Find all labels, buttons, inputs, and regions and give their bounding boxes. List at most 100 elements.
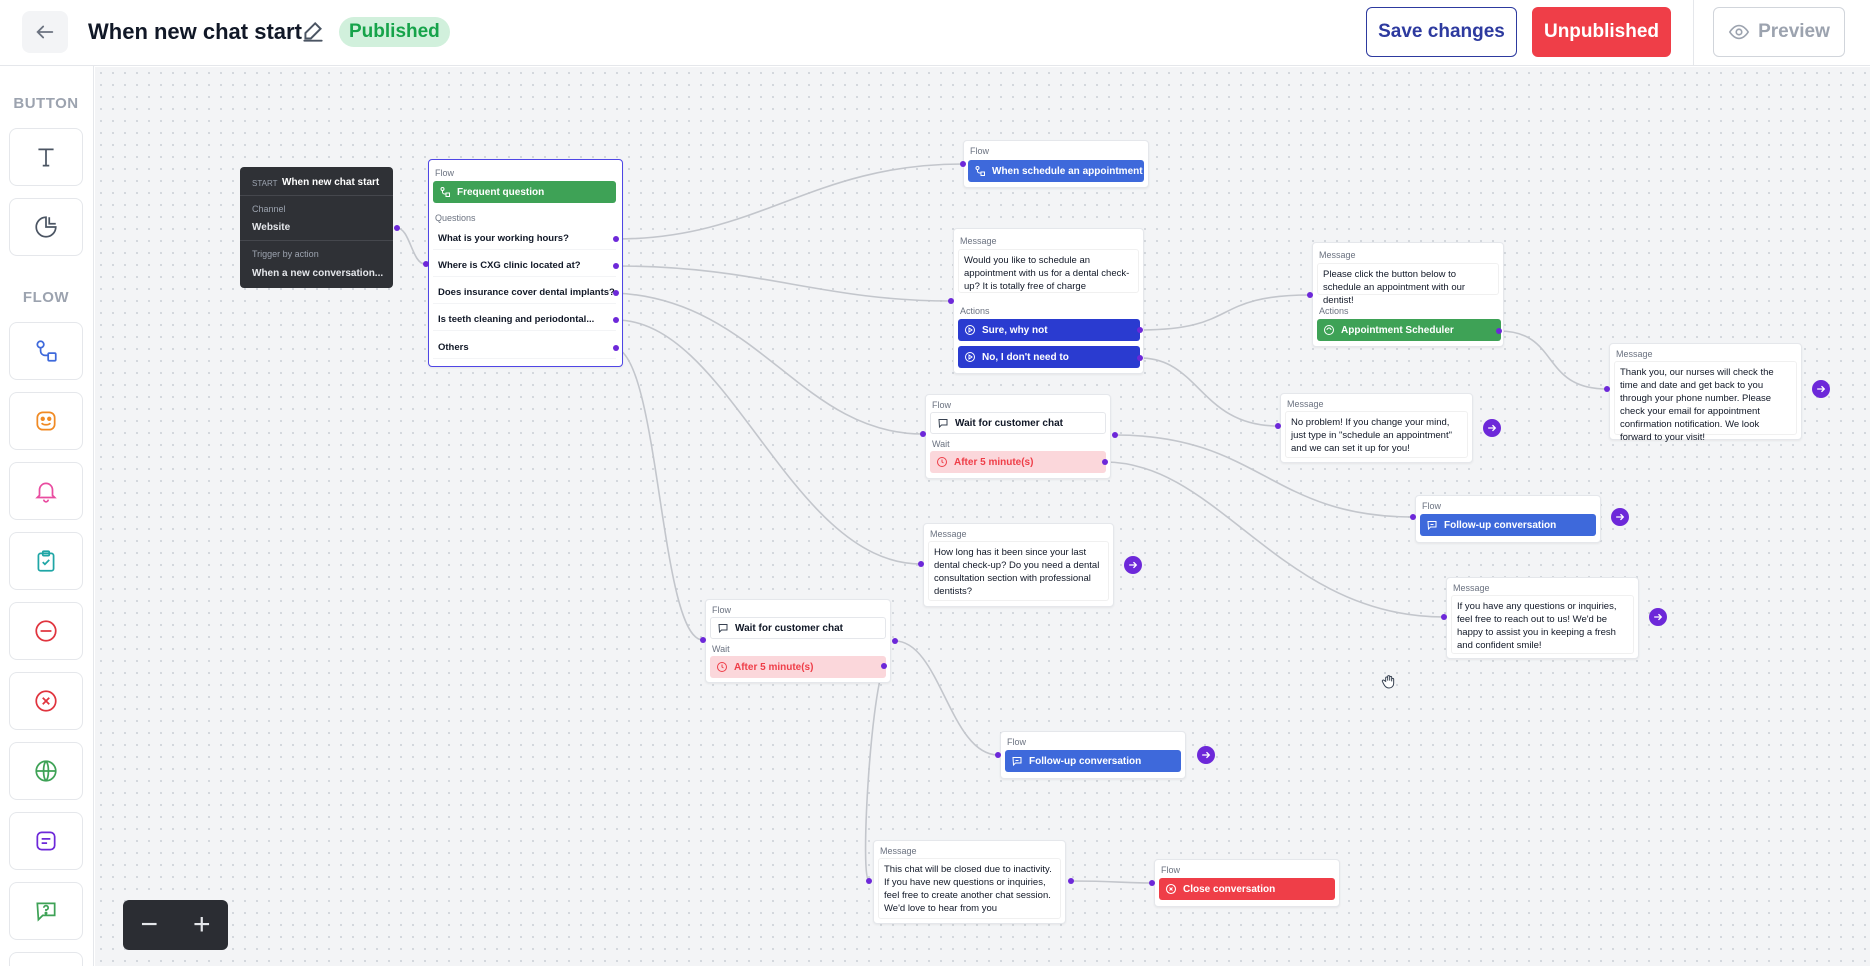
unpublish-button[interactable]: Unpublished bbox=[1532, 7, 1671, 57]
scheduler-icon bbox=[1324, 325, 1334, 335]
more-tool[interactable] bbox=[9, 952, 83, 966]
channel-value: Website bbox=[252, 222, 291, 233]
web-tool[interactable] bbox=[9, 742, 83, 800]
node-type-label: Flow bbox=[1007, 737, 1027, 747]
input-port[interactable] bbox=[948, 298, 954, 304]
faq-flow-node[interactable]: Flow Frequent question Questions What is… bbox=[428, 159, 623, 367]
node-type-label: Message bbox=[960, 236, 997, 246]
image-tool[interactable] bbox=[9, 198, 83, 256]
input-port[interactable] bbox=[995, 752, 1001, 758]
followup-icon bbox=[1012, 757, 1022, 767]
node-type-label: Message bbox=[930, 529, 967, 539]
clock-icon bbox=[937, 457, 947, 467]
follow-up-flow-node[interactable]: Flow Follow-up conversation bbox=[1415, 495, 1601, 543]
remove-tool[interactable] bbox=[9, 602, 83, 660]
schedule-message-node[interactable]: Message Would you like to schedule an ap… bbox=[953, 228, 1144, 374]
wait-label: Wait bbox=[712, 644, 730, 654]
node-type-label: Message bbox=[1287, 399, 1324, 409]
start-title: When new chat start bbox=[282, 177, 380, 188]
button-section-label: BUTTON bbox=[13, 95, 79, 112]
close-circle-icon bbox=[1165, 883, 1177, 895]
next-step-button[interactable] bbox=[1483, 419, 1501, 437]
output-port[interactable] bbox=[1496, 328, 1502, 334]
clock-icon bbox=[717, 662, 727, 672]
output-port[interactable] bbox=[1137, 327, 1143, 333]
output-port[interactable] bbox=[881, 663, 887, 669]
follow-up-pill: Follow-up conversation bbox=[1420, 514, 1596, 536]
question-item[interactable]: Does insurance cover dental implants? bbox=[433, 282, 616, 304]
text-tool[interactable] bbox=[9, 128, 83, 186]
action-label: Appointment Scheduler bbox=[1341, 324, 1454, 336]
bell-icon bbox=[35, 482, 57, 503]
chat-icon bbox=[938, 419, 948, 429]
flow-tool[interactable] bbox=[9, 322, 83, 380]
preview-button[interactable]: Preview bbox=[1713, 7, 1845, 57]
input-port[interactable] bbox=[1604, 386, 1610, 392]
output-port[interactable] bbox=[613, 345, 619, 351]
input-port[interactable] bbox=[700, 637, 706, 643]
output-port[interactable] bbox=[394, 225, 400, 231]
input-port[interactable] bbox=[866, 878, 872, 884]
zoom-out-button[interactable]: − bbox=[140, 908, 159, 941]
action-label: No, I don't need to bbox=[982, 351, 1069, 363]
question-item[interactable]: Where is CXG clinic located at? bbox=[433, 255, 616, 277]
help-tool[interactable] bbox=[9, 882, 83, 940]
notification-tool[interactable] bbox=[9, 462, 83, 520]
output-port[interactable] bbox=[1102, 459, 1108, 465]
input-port[interactable] bbox=[1275, 423, 1281, 429]
schedule-flow-node[interactable]: Flow When schedule an appointment bbox=[963, 140, 1149, 188]
input-port[interactable] bbox=[960, 161, 966, 167]
input-port[interactable] bbox=[1410, 514, 1416, 520]
output-port[interactable] bbox=[613, 317, 619, 323]
close-conversation-flow-node[interactable]: Flow Close conversation bbox=[1154, 859, 1340, 907]
no-problem-message-node[interactable]: Message No problem! If you change your m… bbox=[1280, 393, 1473, 463]
appointment-scheduler-button[interactable]: Appointment Scheduler bbox=[1317, 319, 1501, 341]
save-changes-button[interactable]: Save changes bbox=[1366, 7, 1517, 57]
next-step-button[interactable] bbox=[1649, 608, 1667, 626]
action-yes-button[interactable]: Sure, why not bbox=[958, 319, 1140, 341]
form-tool[interactable] bbox=[9, 532, 83, 590]
zoom-in-button[interactable]: + bbox=[192, 908, 211, 941]
output-port[interactable] bbox=[892, 638, 898, 644]
close-tool[interactable] bbox=[9, 672, 83, 730]
back-button[interactable] bbox=[22, 11, 68, 53]
output-port[interactable] bbox=[1137, 355, 1143, 361]
thanks-message-node[interactable]: Message Thank you, our nurses will check… bbox=[1609, 343, 1802, 443]
node-type-label: Flow bbox=[1161, 865, 1181, 875]
checkup-message-node[interactable]: Message How long has it been since your … bbox=[923, 523, 1114, 607]
next-step-button[interactable] bbox=[1812, 380, 1830, 398]
actions-label: Actions bbox=[1319, 306, 1349, 316]
chat-icon bbox=[718, 624, 728, 634]
bot-tool[interactable] bbox=[9, 392, 83, 450]
inactivity-message-node[interactable]: Message This chat will be closed due to … bbox=[873, 840, 1066, 924]
input-port[interactable] bbox=[1307, 292, 1313, 298]
inquiries-message-node[interactable]: Message If you have any questions or inq… bbox=[1446, 577, 1639, 659]
next-step-button[interactable] bbox=[1124, 556, 1142, 574]
start-node[interactable]: START When new chat start Channel Websit… bbox=[240, 167, 393, 288]
action-no-button[interactable]: No, I don't need to bbox=[958, 346, 1140, 368]
output-port[interactable] bbox=[613, 263, 619, 269]
question-item[interactable]: What is your working hours? bbox=[433, 228, 616, 250]
output-port[interactable] bbox=[613, 236, 619, 242]
input-port[interactable] bbox=[1441, 614, 1447, 620]
wait-flow-title: Wait for customer chat bbox=[735, 622, 843, 634]
output-port[interactable] bbox=[613, 290, 619, 296]
output-port[interactable] bbox=[1068, 878, 1074, 884]
output-port[interactable] bbox=[1112, 432, 1118, 438]
follow-up-flow-node[interactable]: Flow Follow-up conversation bbox=[1000, 731, 1186, 779]
next-step-button[interactable] bbox=[1197, 746, 1215, 764]
input-port[interactable] bbox=[918, 561, 924, 567]
question-item[interactable]: Is teeth cleaning and periodontal... bbox=[433, 309, 616, 331]
wait-flow-node[interactable]: Flow Wait for customer chat Wait After 5… bbox=[705, 599, 891, 683]
scheduler-message-node[interactable]: Message Please click the button below to… bbox=[1312, 242, 1504, 347]
input-port[interactable] bbox=[1149, 880, 1155, 886]
input-port[interactable] bbox=[920, 431, 926, 437]
edit-icon[interactable] bbox=[300, 19, 326, 45]
divider bbox=[240, 240, 393, 241]
play-circle-icon bbox=[965, 352, 975, 362]
question-item[interactable]: Others bbox=[433, 337, 616, 359]
input-port[interactable] bbox=[423, 261, 429, 267]
next-step-button[interactable] bbox=[1611, 508, 1629, 526]
contact-tool[interactable] bbox=[9, 812, 83, 870]
wait-flow-node[interactable]: Flow Wait for customer chat Wait After 5… bbox=[925, 394, 1111, 479]
